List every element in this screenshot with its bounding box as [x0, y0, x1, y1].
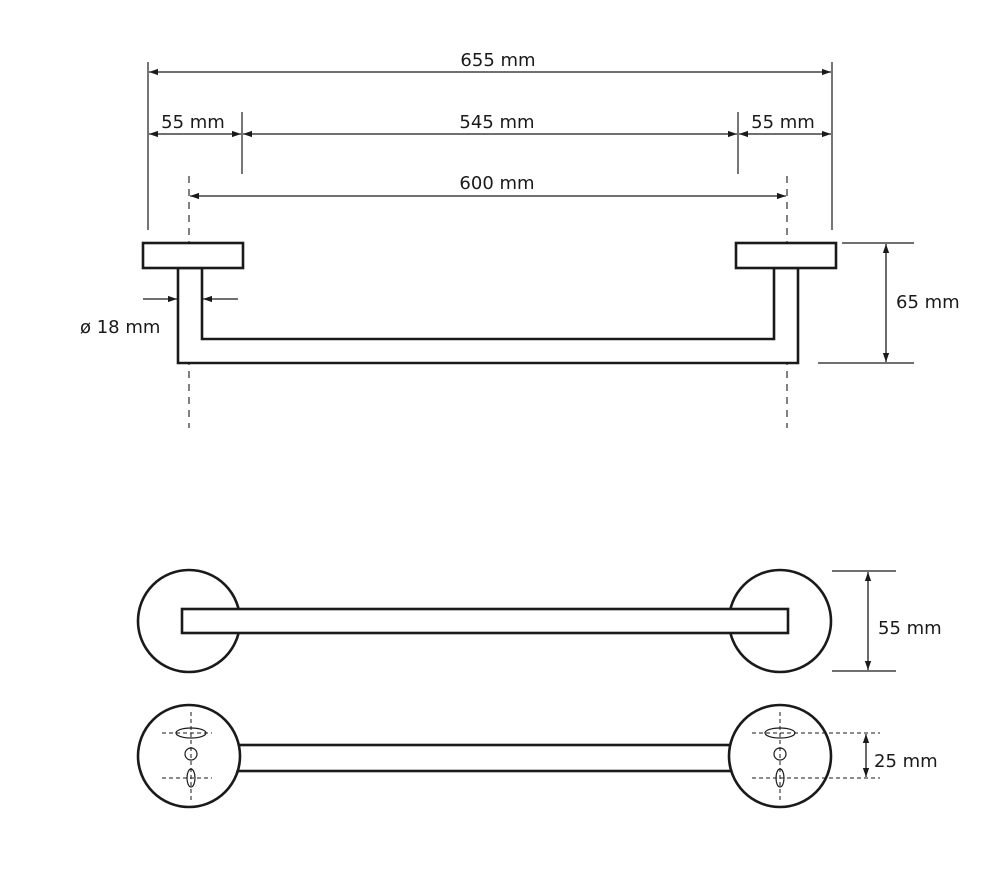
dim-label-overall-width: 655 mm — [460, 50, 535, 71]
slot-hole-vertical-icon — [775, 768, 785, 788]
back-view: 25 mm — [136, 703, 938, 809]
mounting-holes-left — [162, 712, 212, 800]
slot-hole-icon — [764, 727, 796, 739]
round-hole-icon — [184, 747, 198, 761]
towel-bar-back — [218, 743, 752, 773]
towel-bar-top — [180, 607, 790, 635]
dim-label-hole-spacing: 25 mm — [874, 751, 938, 772]
slot-hole-vertical-icon — [186, 768, 196, 788]
dim-label-rosette-diameter: 55 mm — [878, 618, 942, 639]
rosette-left-back — [136, 703, 242, 809]
rosette-left-side — [141, 241, 245, 270]
slot-hole-icon — [175, 727, 207, 739]
dim-label-mount-spacing: 600 mm — [459, 173, 534, 194]
top-view: 55 mm — [136, 568, 942, 674]
mounting-holes-right — [752, 712, 880, 800]
dim-label-depth: 65 mm — [896, 292, 960, 313]
rosette-right-side — [734, 241, 838, 270]
towel-bar-side-profile — [176, 266, 800, 365]
dim-label-right-margin: 55 mm — [751, 112, 815, 133]
dim-label-center-span: 545 mm — [459, 112, 534, 133]
dim-label-left-margin: 55 mm — [161, 112, 225, 133]
side-view: 655 mm 55 mm 545 mm 55 mm 600 mm 65 mm ø… — [80, 50, 960, 428]
dim-label-tube-diameter: ø 18 mm — [80, 317, 160, 338]
round-hole-icon — [773, 747, 787, 761]
